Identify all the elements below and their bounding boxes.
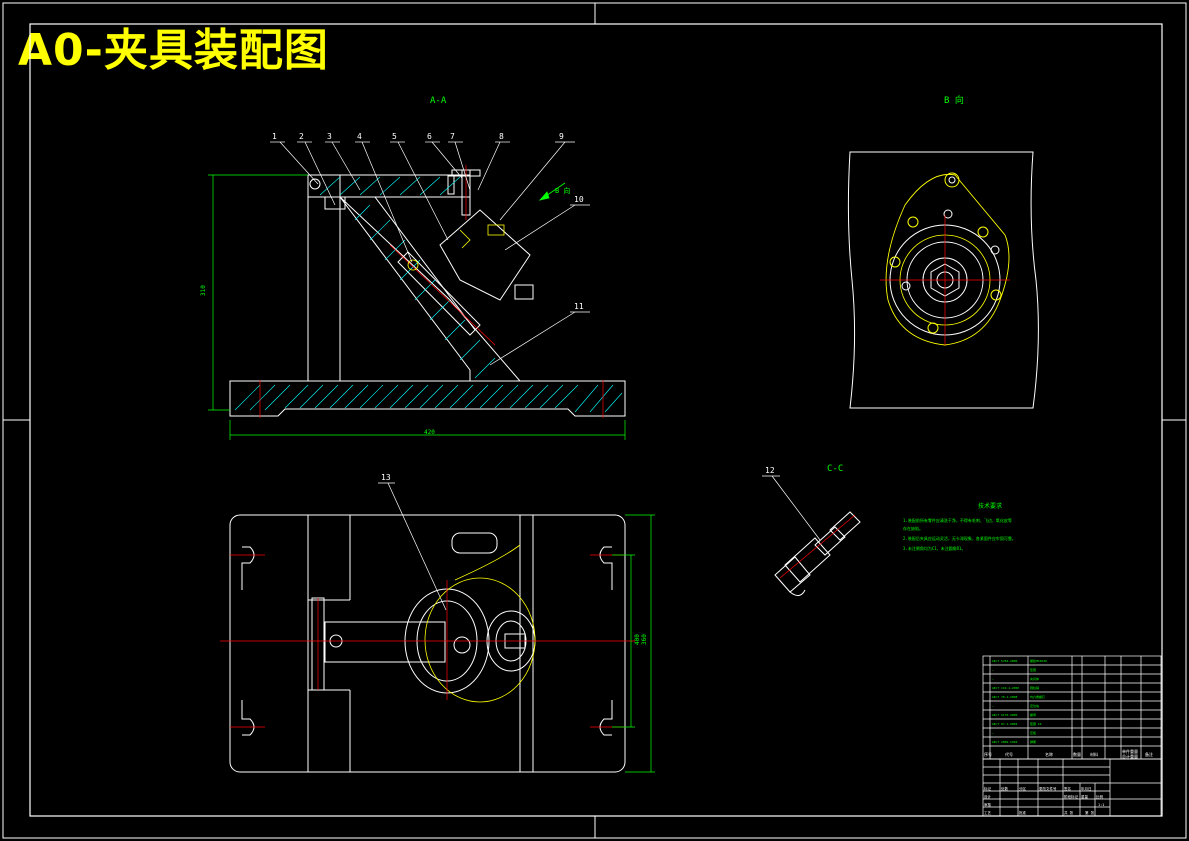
part-number: 6 <box>427 132 432 141</box>
plan-centerlines <box>220 554 635 728</box>
svg-text:重量: 重量 <box>1081 794 1089 799</box>
part-number: 2 <box>299 132 304 141</box>
dim-plan-width: 400 <box>634 634 641 645</box>
part-number: 7 <box>450 132 455 141</box>
svg-text:GB/T 119.1-2000: GB/T 119.1-2000 <box>992 686 1019 690</box>
front-view <box>229 169 626 417</box>
part-number: 10 <box>574 195 584 204</box>
svg-text:标记: 标记 <box>984 786 992 791</box>
svg-text:圆柱销: 圆柱销 <box>1030 685 1039 690</box>
leader-lines <box>270 141 821 611</box>
section-cc <box>774 511 861 596</box>
svg-text:设计: 设计 <box>984 794 992 799</box>
part-number: 8 <box>499 132 504 141</box>
dim-width: 420 <box>424 429 435 436</box>
svg-text:弹簧: 弹簧 <box>1030 739 1036 744</box>
svg-text:审核: 审核 <box>984 802 992 807</box>
title-block <box>982 655 1162 817</box>
tech-line: 2.装配后夹具应运动灵活，无卡滞现象，各紧固件应牢固可靠。 <box>903 535 1016 541</box>
dim-plan-height: 360 <box>641 634 648 645</box>
svg-text:GB/T 5782-2000: GB/T 5782-2000 <box>992 659 1017 663</box>
svg-text:—: — <box>992 677 994 681</box>
b-arrow-label: B 向 <box>555 186 570 195</box>
svg-text:备注: 备注 <box>1145 751 1153 757</box>
part-number: 11 <box>574 302 584 311</box>
svg-text:分区: 分区 <box>1019 786 1027 791</box>
dim-height: 310 <box>200 285 207 296</box>
svg-text:—: — <box>992 668 994 672</box>
part-number: 4 <box>357 132 362 141</box>
svg-text:螺母: 螺母 <box>1030 712 1036 717</box>
plan-dimensions <box>612 514 655 773</box>
part-number: 9 <box>559 132 564 141</box>
part-number: 1 <box>272 132 277 141</box>
svg-text:—: — <box>992 731 994 735</box>
title-block-labels: 标记 处数 分区 更改文件号 签名 年月日 设计 审核 工艺 批准 阶段标记 重… <box>984 786 1104 815</box>
svg-text:名称: 名称 <box>1045 751 1053 757</box>
tech-line: 1.装配前所有零件应清洗干净，不得有毛刺、飞边、氧化皮等 <box>903 517 1012 523</box>
svg-text:第 张: 第 张 <box>1085 810 1095 815</box>
tech-line: 存在缺陷。 <box>903 525 923 531</box>
svg-text:工艺: 工艺 <box>984 810 992 815</box>
front-dimensions <box>208 174 626 440</box>
bom-rows: GB/T 5782-2000 螺栓M10X40 — 垫圈 — 夹具体 GB/T 119… <box>992 658 1047 744</box>
svg-text:夹具体: 夹具体 <box>1030 676 1039 681</box>
svg-text:总计重量: 总计重量 <box>1122 753 1138 759</box>
part-number: 5 <box>392 132 397 141</box>
svg-text:GB/T 70.1-2008: GB/T 70.1-2008 <box>992 695 1017 699</box>
svg-text:GB/T 97.1-2002: GB/T 97.1-2002 <box>992 722 1017 726</box>
b-view-arrow <box>538 182 566 201</box>
bom-header: 序号 代号 名称 数量 材料 单件重量 总计重量 备注 <box>984 748 1153 759</box>
svg-text:压板: 压板 <box>1030 730 1036 735</box>
svg-text:阶段标记: 阶段标记 <box>1064 794 1079 799</box>
part-number: 13 <box>381 473 391 482</box>
svg-text:批准: 批准 <box>1019 810 1027 815</box>
plan-view <box>229 514 626 773</box>
part-number: 12 <box>765 466 775 475</box>
svg-text:共 张: 共 张 <box>1064 810 1074 815</box>
front-highlights <box>407 224 505 271</box>
hatching <box>234 176 623 413</box>
svg-text:GB/T 6170-2000: GB/T 6170-2000 <box>992 713 1017 717</box>
view-b-label: B 向 <box>944 94 964 106</box>
svg-text:垫圈 10: 垫圈 10 <box>1030 721 1042 726</box>
front-centerlines <box>259 165 604 418</box>
svg-text:序号: 序号 <box>984 751 992 757</box>
part-number: 3 <box>327 132 332 141</box>
svg-text:签名: 签名 <box>1064 786 1071 791</box>
svg-text:GB/T 2089-1994: GB/T 2089-1994 <box>992 740 1017 744</box>
svg-text:处数: 处数 <box>1001 786 1009 791</box>
svg-text:螺栓M10X40: 螺栓M10X40 <box>1030 658 1047 663</box>
svg-text:更改文件号: 更改文件号 <box>1039 786 1057 791</box>
svg-text:单件重量: 单件重量 <box>1122 748 1138 754</box>
plan-highlights <box>424 544 536 703</box>
svg-text:定位块: 定位块 <box>1030 703 1039 708</box>
svg-text:—: — <box>992 704 994 708</box>
section-aa-label: A-A <box>430 96 447 106</box>
view-b <box>847 151 1039 409</box>
drawing-title: A0-夹具装配图 <box>18 25 329 76</box>
svg-text:代号: 代号 <box>1005 751 1013 757</box>
section-cc-label: C-C <box>827 464 843 474</box>
svg-text:年月日: 年月日 <box>1081 786 1092 791</box>
tech-requirements-title: 技术要求 <box>978 502 1002 510</box>
svg-text:内六角螺钉: 内六角螺钉 <box>1030 694 1045 699</box>
tech-line: 3.未注倒角均为C1，未注圆角R1。 <box>903 545 965 551</box>
svg-text:1:1: 1:1 <box>1098 803 1104 807</box>
tech-requirements: 1.装配前所有零件应清洗干净，不得有毛刺、飞边、氧化皮等 存在缺陷。 2.装配后… <box>903 517 1016 551</box>
svg-text:材料: 材料 <box>1090 751 1098 757</box>
svg-text:数量: 数量 <box>1073 751 1081 757</box>
svg-text:垫圈: 垫圈 <box>1030 667 1036 672</box>
svg-text:比例: 比例 <box>1096 794 1104 799</box>
part-number-labels: 1 2 3 4 5 6 7 8 9 10 11 12 13 <box>272 132 775 482</box>
